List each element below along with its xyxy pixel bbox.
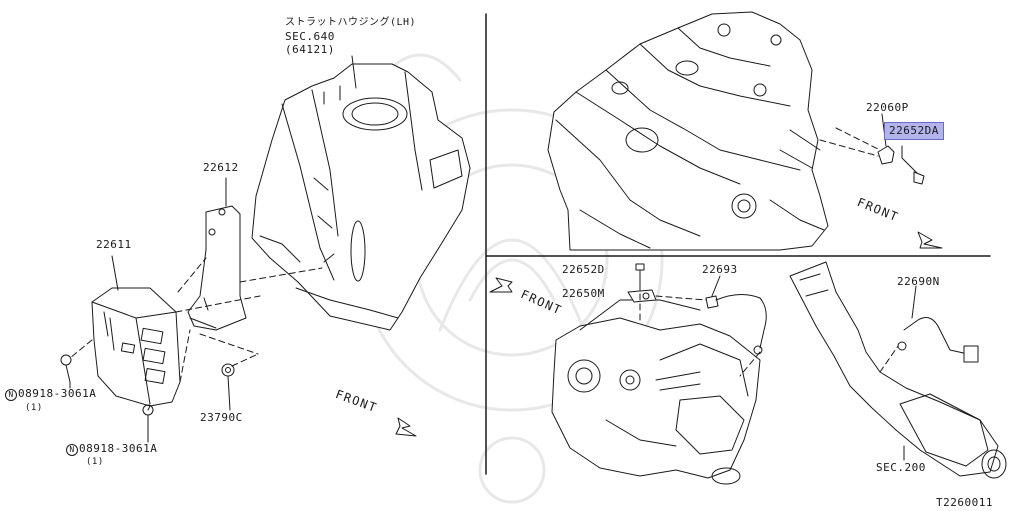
strut-housing-label: ストラットハウジング(LH) xyxy=(285,17,417,28)
ecm-bracket-drawing xyxy=(187,177,247,331)
watermark-emblem xyxy=(360,53,664,504)
strut-housing-sec[interactable]: SEC.640 xyxy=(285,30,335,43)
o2-sensor-22690n-drawing xyxy=(897,285,979,363)
bolt-lower-number: 08918-3061A xyxy=(79,442,158,455)
leader-strut-housing xyxy=(351,55,357,89)
engine-top-drawing xyxy=(547,11,829,251)
bolt-upper-drawing xyxy=(60,354,72,383)
exhaust-pipe-drawing xyxy=(789,261,1007,479)
assembly-lines-bottom-right xyxy=(639,283,899,377)
part-label-22060p[interactable]: 22060P xyxy=(866,101,909,114)
front-arrow-left xyxy=(395,417,417,437)
strut-housing-code: (64121) xyxy=(285,43,335,56)
n-circle-icon: N xyxy=(66,444,78,456)
bolt-upper-number: 08918-3061A xyxy=(18,387,97,400)
n-circle-icon: N xyxy=(5,389,17,401)
ecm-drawing xyxy=(91,255,181,407)
part-label-22612[interactable]: 22612 xyxy=(203,161,239,174)
engine-bottom-drawing xyxy=(551,299,761,485)
part-label-22690n[interactable]: 22690N xyxy=(897,275,940,288)
assembly-lines-left xyxy=(69,257,323,411)
exhaust-sec-label[interactable]: SEC.200 xyxy=(876,461,926,474)
part-label-22650m[interactable]: 22650M xyxy=(562,287,605,300)
bolt-lower-qty: (1) xyxy=(86,457,104,467)
bolt-22652d-drawing xyxy=(635,263,645,285)
part-label-23790c[interactable]: 23790C xyxy=(200,411,243,424)
assembly-lines-top-right xyxy=(819,127,881,157)
part-label-22652d[interactable]: 22652D xyxy=(562,263,605,276)
front-arrow-bottom-right xyxy=(489,277,513,293)
bracket-22650m-drawing xyxy=(627,289,657,303)
part-label-22652da-highlighted[interactable]: 22652DA xyxy=(884,122,944,140)
part-label-22611[interactable]: 22611 xyxy=(96,238,132,251)
leader-23790c xyxy=(227,375,231,411)
part-label-22693[interactable]: 22693 xyxy=(702,263,738,276)
bolt-lower-drawing xyxy=(142,404,154,433)
diagram-code: T2260011 xyxy=(936,496,993,509)
strut-housing-drawing xyxy=(251,63,471,331)
bolt-upper-qty: (1) xyxy=(25,403,43,413)
bolt-22652da-drawing xyxy=(901,145,925,185)
front-arrow-top-right xyxy=(917,231,943,249)
